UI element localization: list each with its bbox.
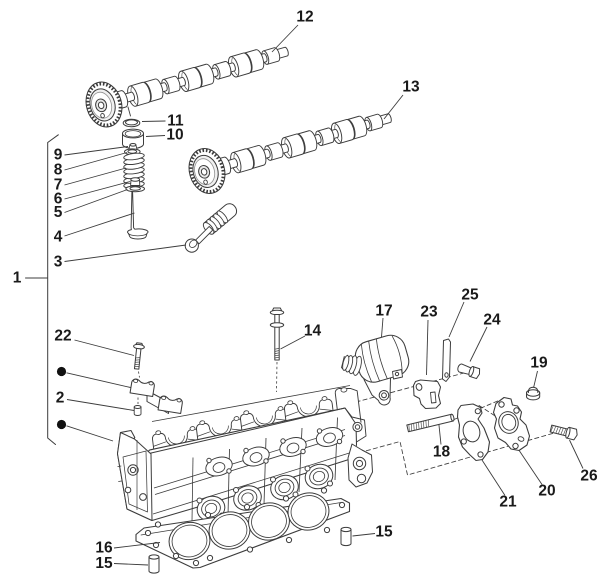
svg-text:18: 18 xyxy=(433,444,451,461)
svg-text:4: 4 xyxy=(54,229,63,246)
svg-text:2: 2 xyxy=(56,390,65,407)
svg-text:20: 20 xyxy=(538,483,555,500)
svg-text:5: 5 xyxy=(54,204,63,221)
svg-text:24: 24 xyxy=(483,312,501,329)
svg-text:10: 10 xyxy=(166,127,183,144)
svg-text:22: 22 xyxy=(54,328,71,345)
svg-text:15: 15 xyxy=(375,524,393,541)
svg-text:7: 7 xyxy=(54,177,63,194)
svg-text:6: 6 xyxy=(54,191,63,208)
svg-text:17: 17 xyxy=(375,303,392,320)
svg-text:25: 25 xyxy=(461,287,479,304)
svg-text:12: 12 xyxy=(296,9,313,26)
svg-text:8: 8 xyxy=(54,162,63,179)
svg-text:21: 21 xyxy=(499,494,517,511)
svg-text:23: 23 xyxy=(420,304,438,321)
svg-text:11: 11 xyxy=(167,113,184,130)
svg-text:16: 16 xyxy=(95,540,113,557)
svg-text:19: 19 xyxy=(530,355,548,372)
svg-text:3: 3 xyxy=(54,254,63,271)
svg-text:1: 1 xyxy=(13,270,22,287)
svg-text:15: 15 xyxy=(95,555,113,572)
svg-text:13: 13 xyxy=(402,79,420,96)
svg-text:9: 9 xyxy=(54,147,63,164)
svg-text:26: 26 xyxy=(580,468,598,485)
svg-text:14: 14 xyxy=(304,323,322,340)
